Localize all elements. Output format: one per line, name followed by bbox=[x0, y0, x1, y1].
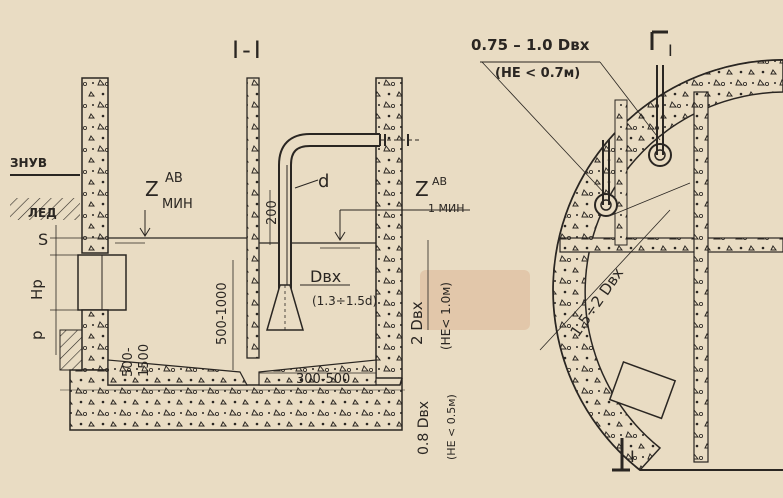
label-s: S bbox=[38, 230, 48, 249]
label-z-left-sub: МИН bbox=[162, 197, 193, 212]
left-wall-lower bbox=[81, 309, 109, 371]
sloped-floor-right bbox=[258, 359, 377, 386]
label-dbx-section: Dвх bbox=[310, 267, 341, 286]
left-wall bbox=[81, 77, 109, 254]
bellmouth bbox=[266, 284, 304, 331]
dim-500-1000: 500-1000 bbox=[215, 282, 230, 345]
sloped-floor bbox=[107, 359, 249, 386]
label-spacing-note: (НЕ < 0.7м) bbox=[495, 66, 580, 81]
section-view: I-I ЗНУВ ЛЕД Z АВ МИН Z АВ bbox=[10, 36, 470, 460]
middle-partition bbox=[246, 77, 260, 359]
label-z-right-sup: АВ bbox=[432, 175, 447, 188]
label-z-right-sub: 1 МИН bbox=[428, 202, 465, 215]
label-z-left-sup: АВ bbox=[165, 171, 183, 186]
ice-layer bbox=[10, 198, 80, 220]
dim-300-500: 300-500 bbox=[296, 372, 350, 387]
right-wall bbox=[375, 77, 403, 379]
plan-partition-h bbox=[559, 237, 783, 253]
cut-marker-top: I bbox=[650, 30, 673, 60]
label-dbx-range: (1.3÷1.5d) bbox=[312, 294, 377, 308]
label-spacing: 0.75 – 1.0 Dвх bbox=[471, 36, 590, 54]
label-hp: Hр bbox=[28, 279, 46, 300]
section-title: I-I bbox=[232, 36, 264, 64]
label-led: ЛЕД bbox=[28, 206, 57, 220]
dim-500-1500-b: 1500 bbox=[137, 344, 152, 377]
svg-text:I: I bbox=[630, 447, 635, 466]
label-p: p bbox=[28, 330, 46, 340]
left-footing bbox=[59, 329, 83, 371]
background-stamp bbox=[420, 270, 530, 330]
label-08dbx: 0.8 Dвх bbox=[416, 401, 432, 455]
label-z-right: Z bbox=[415, 177, 429, 201]
label-08dbx-note: (НЕ < 0.5м) bbox=[445, 394, 458, 460]
plan-partition-v bbox=[693, 91, 709, 463]
plan-wall-ring bbox=[552, 59, 783, 472]
label-d: d bbox=[318, 171, 329, 192]
plan-pipe-2 bbox=[648, 65, 672, 167]
cut-marker-bottom: I bbox=[612, 438, 635, 472]
plan-view: 0.75 – 1.0 Dвх (НЕ < 0.7м) 1.5÷2 Dвх I I bbox=[471, 30, 783, 472]
label-z-left: Z bbox=[145, 177, 159, 201]
plan-pipe-1 bbox=[594, 140, 618, 217]
svg-text:I: I bbox=[668, 41, 673, 60]
plan-partition-inner bbox=[614, 99, 628, 246]
label-2dbx: 2 Dвх bbox=[408, 301, 426, 345]
label-znuv: ЗНУВ bbox=[10, 156, 47, 170]
plan-inlet bbox=[608, 361, 677, 420]
dim-500-1500-a: 500- bbox=[121, 347, 136, 377]
dim-200: 200 bbox=[265, 200, 280, 225]
label-2dbx-note: (НЕ< 1.0м) bbox=[439, 282, 453, 350]
